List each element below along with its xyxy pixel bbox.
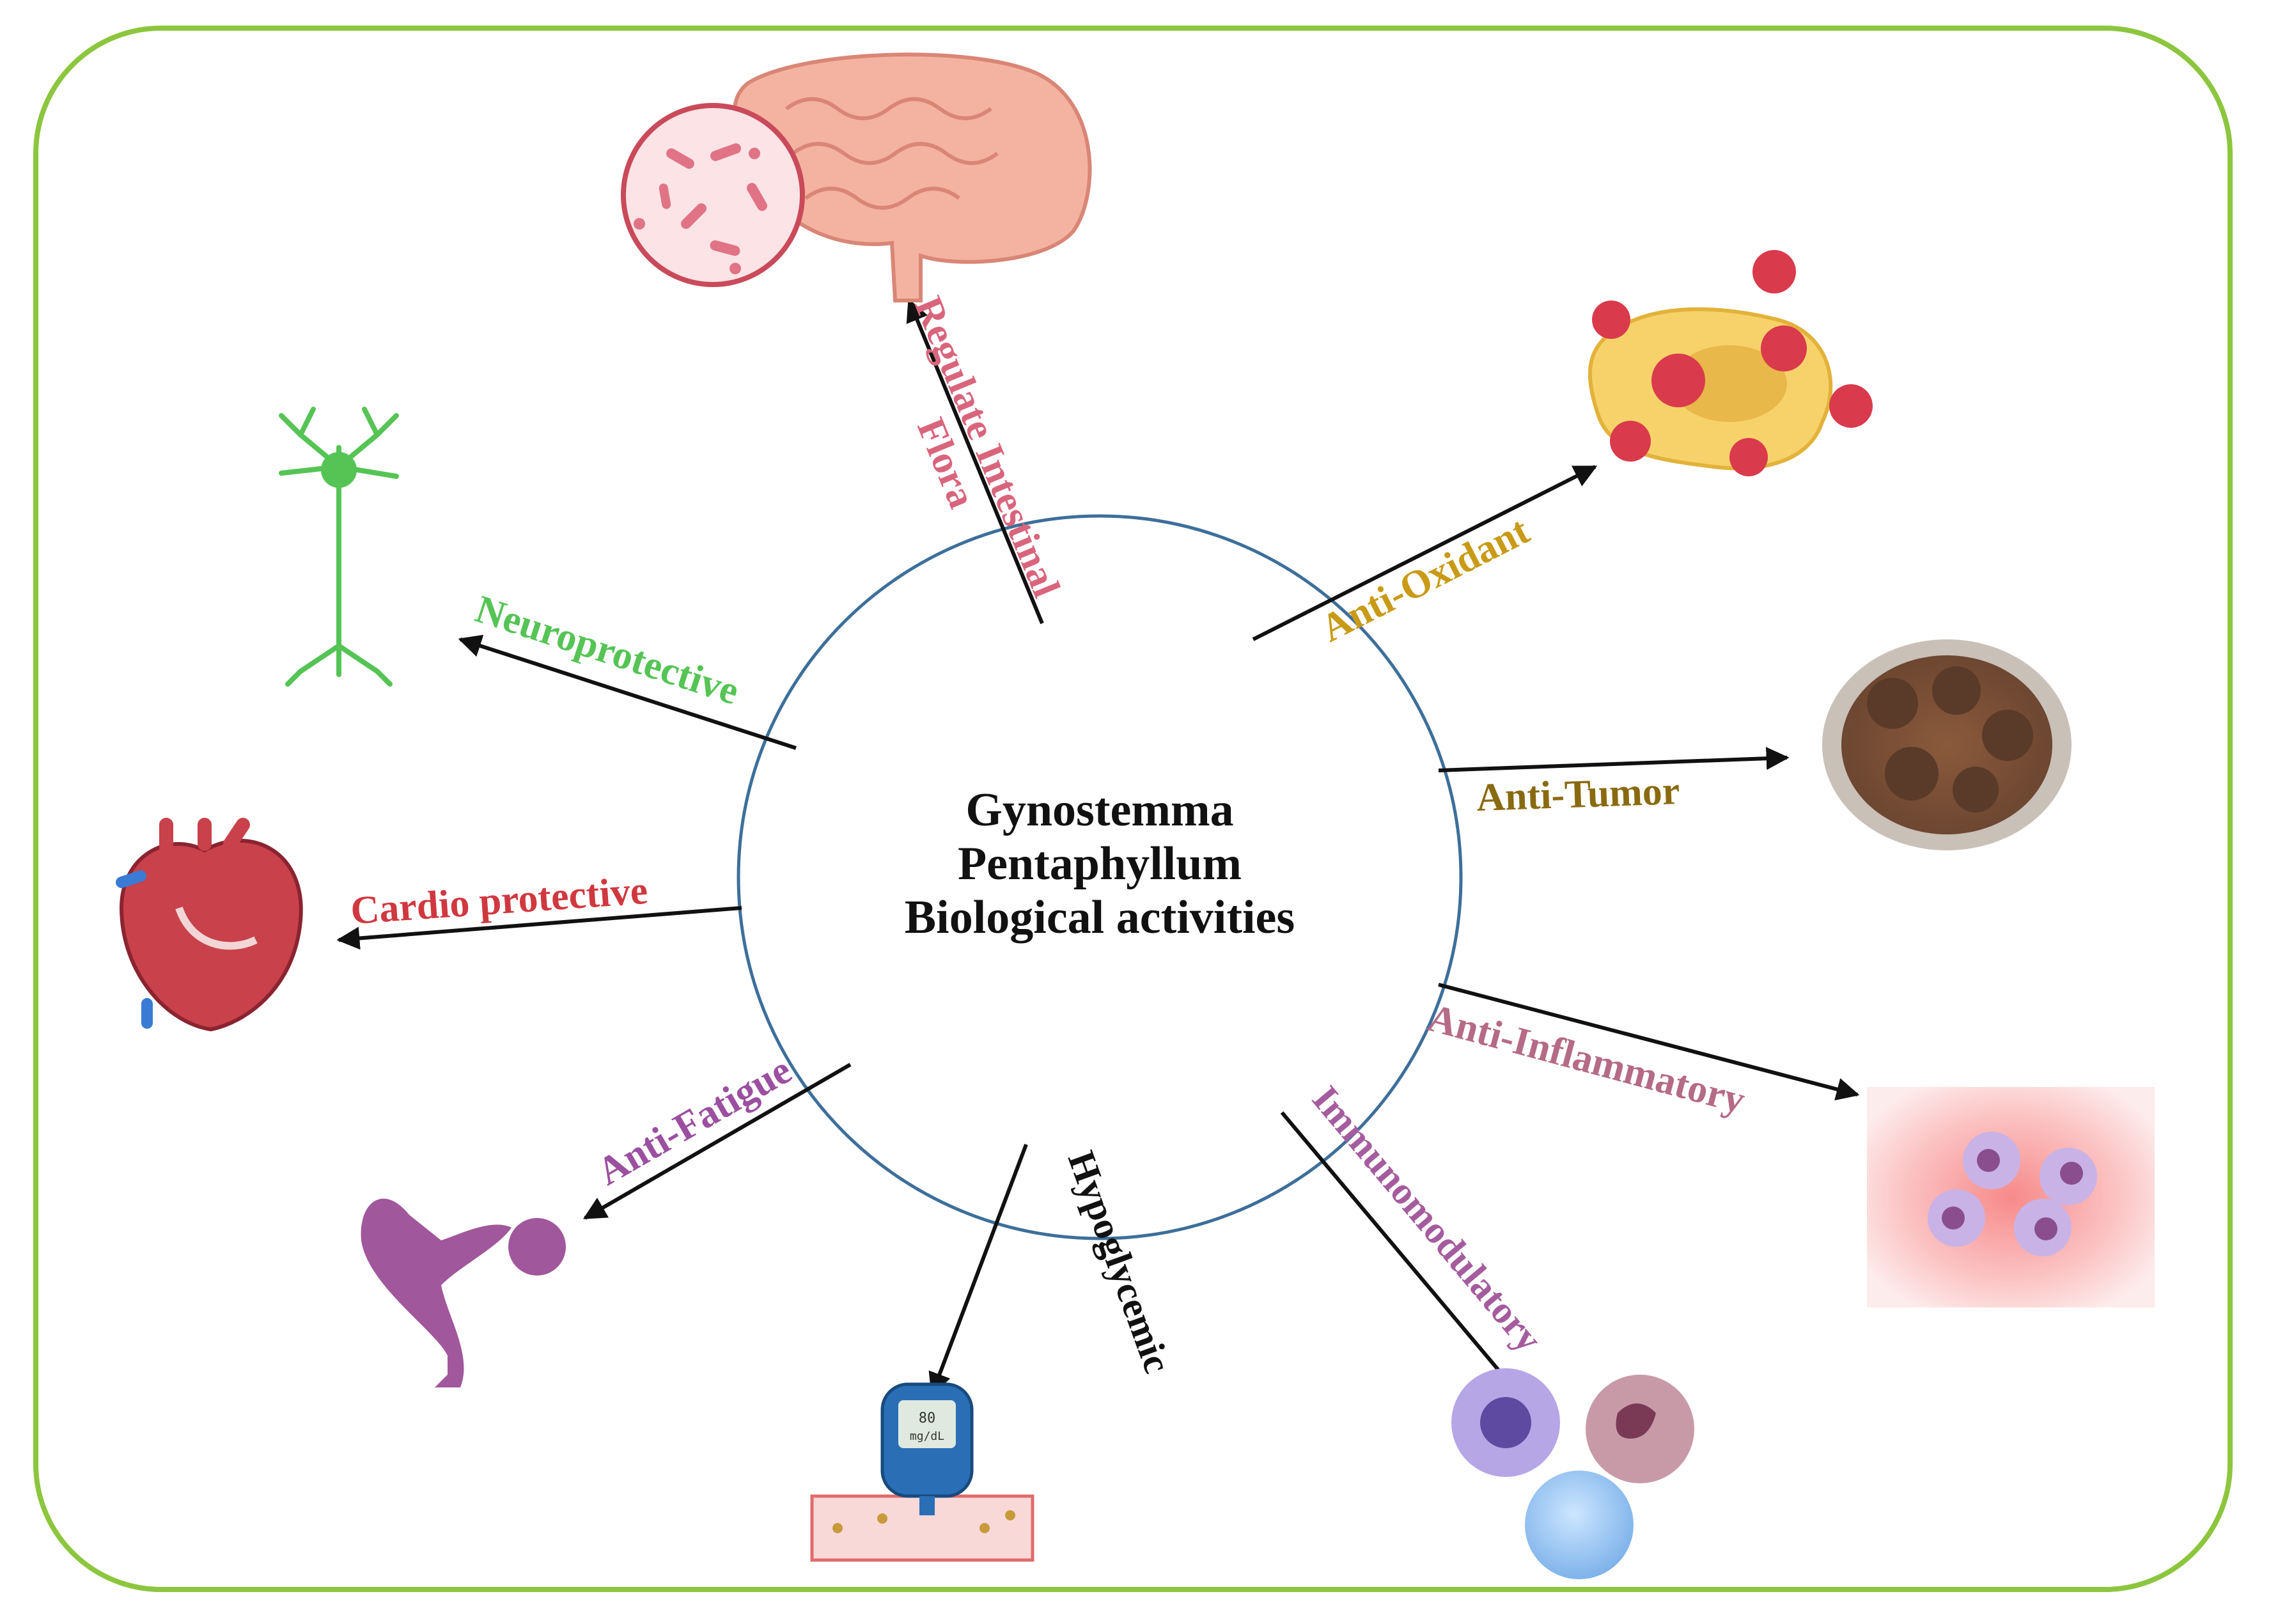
center-circle (737, 514, 1463, 1240)
label-inflammatory: Anti-Inflammatory (1423, 996, 1749, 1123)
center-title-line3: Biological activities (904, 891, 1295, 944)
immune-cells-icon (1451, 1368, 1694, 1579)
arrow-fatigue (582, 1063, 852, 1220)
oxidative-cell-icon (1588, 250, 1873, 476)
center-title: Gynostemma Pentaphyllum Biological activ… (742, 783, 1458, 944)
label-tumor: Anti-Tumor (1476, 769, 1680, 820)
intestine-bacteria-icon (621, 52, 1092, 302)
inflammatory-cells-icon (1867, 1087, 2155, 1308)
arrow-neuro (458, 634, 797, 750)
arrow-immuno (1280, 1111, 1520, 1396)
tumor-cluster-icon (1822, 639, 2072, 850)
label-fatigue: Anti-Fatigue (590, 1048, 799, 1194)
center-title-line1: Gynostemma (965, 784, 1234, 836)
arrow-inflammatory (1438, 983, 1860, 1101)
label-cardio: Cardio protective (349, 869, 649, 933)
fatigued-person-icon (361, 1198, 566, 1387)
arrow-cardio (336, 906, 742, 950)
glucometer-reading: 80 (919, 1410, 936, 1426)
glucometer-icon: 80 mg/dL (810, 1382, 1034, 1562)
arrow-oxidant (1252, 465, 1598, 641)
heart-icon (116, 818, 303, 1032)
label-neuro: Neuroprotective (471, 588, 744, 714)
arrow-flora (906, 298, 1044, 625)
label-oxidant: Anti-Oxidant (1314, 509, 1536, 651)
arrow-hypo (928, 1143, 1028, 1396)
neuron-icon (279, 407, 399, 687)
label-immuno: Immunomodulatory (1304, 1078, 1550, 1360)
arrow-tumor (1438, 747, 1790, 772)
glucometer-unit: mg/dL (910, 1430, 944, 1443)
center-title-line2: Pentaphyllum (957, 838, 1242, 890)
